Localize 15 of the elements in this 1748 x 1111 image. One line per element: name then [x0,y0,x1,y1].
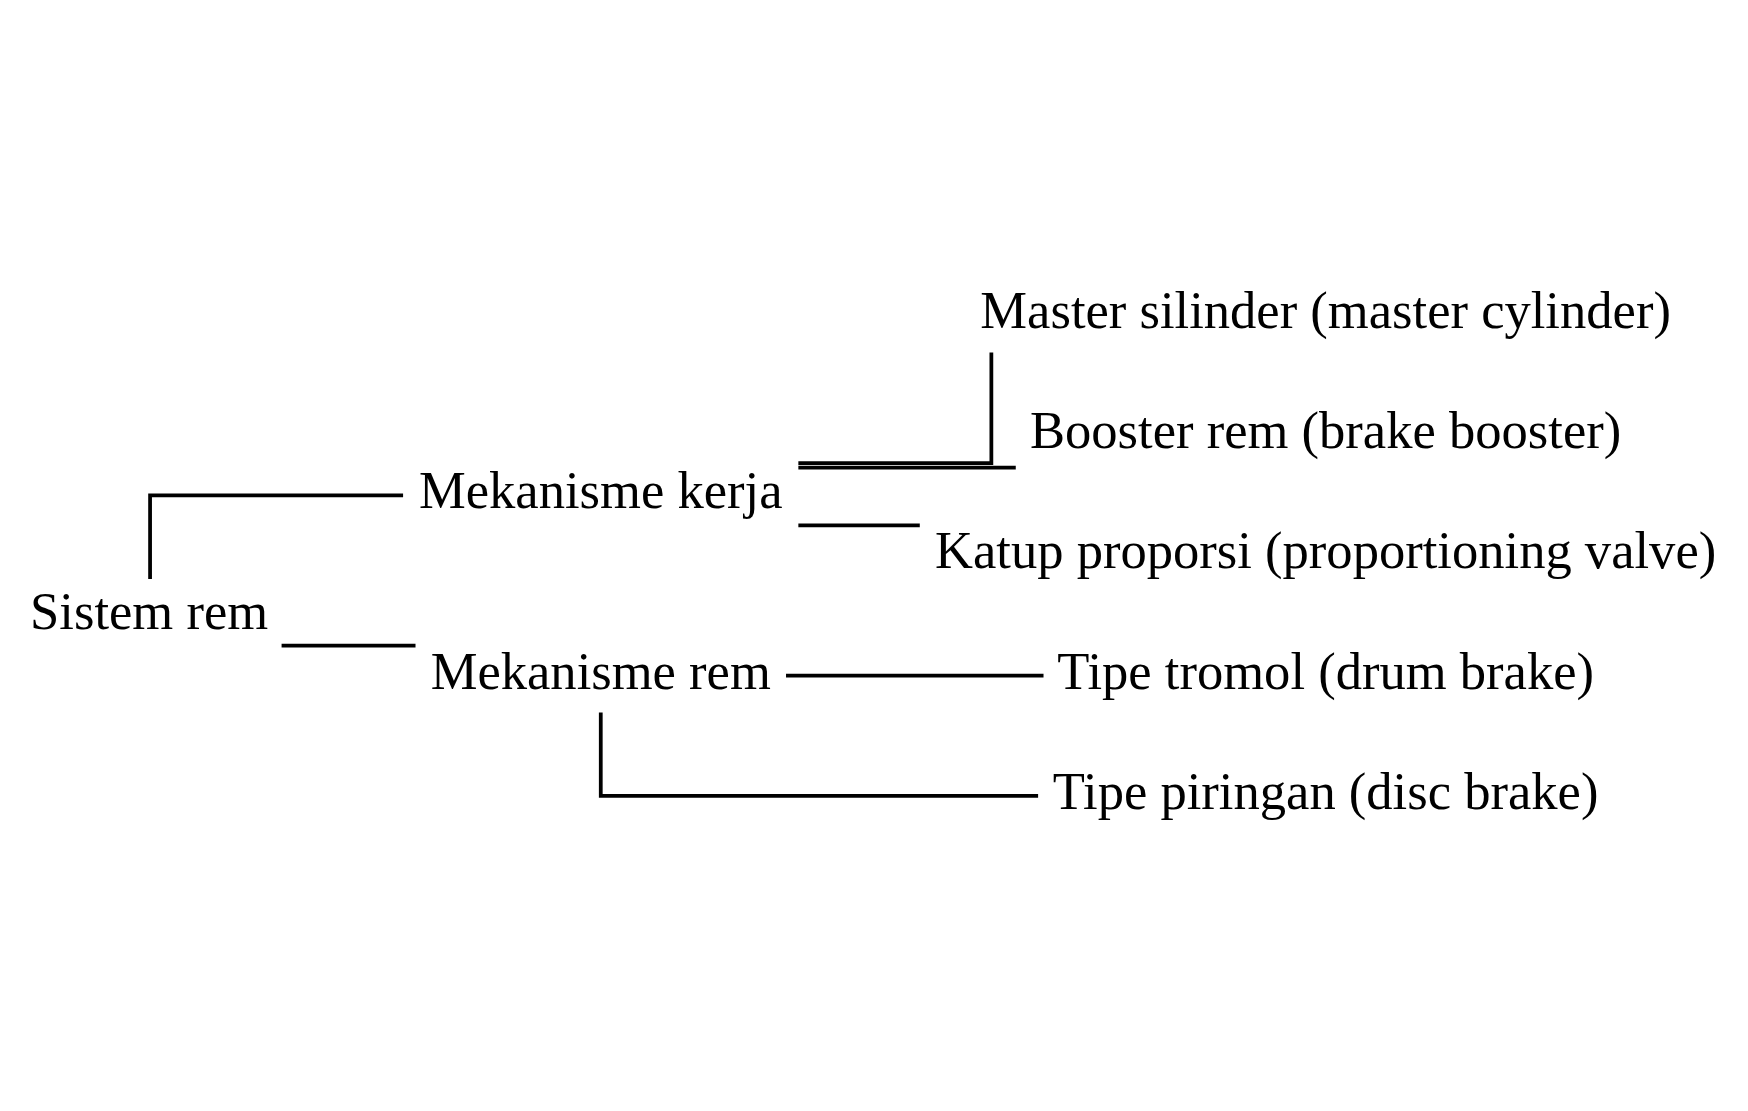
connector [148,493,404,579]
connector [786,673,1044,678]
connector [798,352,994,466]
node-text: Mekanisme rem [430,641,771,700]
connector [598,712,1039,798]
node-text: Master silinder (master cylinder) [980,281,1671,340]
node-text: Katup proporsi (proportioning valve) [935,521,1717,580]
node-text: Tipe tromol (drum brake) [1057,641,1595,700]
connector [281,643,416,648]
node-text: Booster rem (brake booster) [1029,401,1622,460]
connector [798,523,920,528]
connector [798,465,1016,470]
node-text: Tipe piringan (disc brake) [1052,761,1599,820]
node-text: Mekanisme kerja [419,461,783,520]
node-text: Sistem rem [30,581,269,640]
